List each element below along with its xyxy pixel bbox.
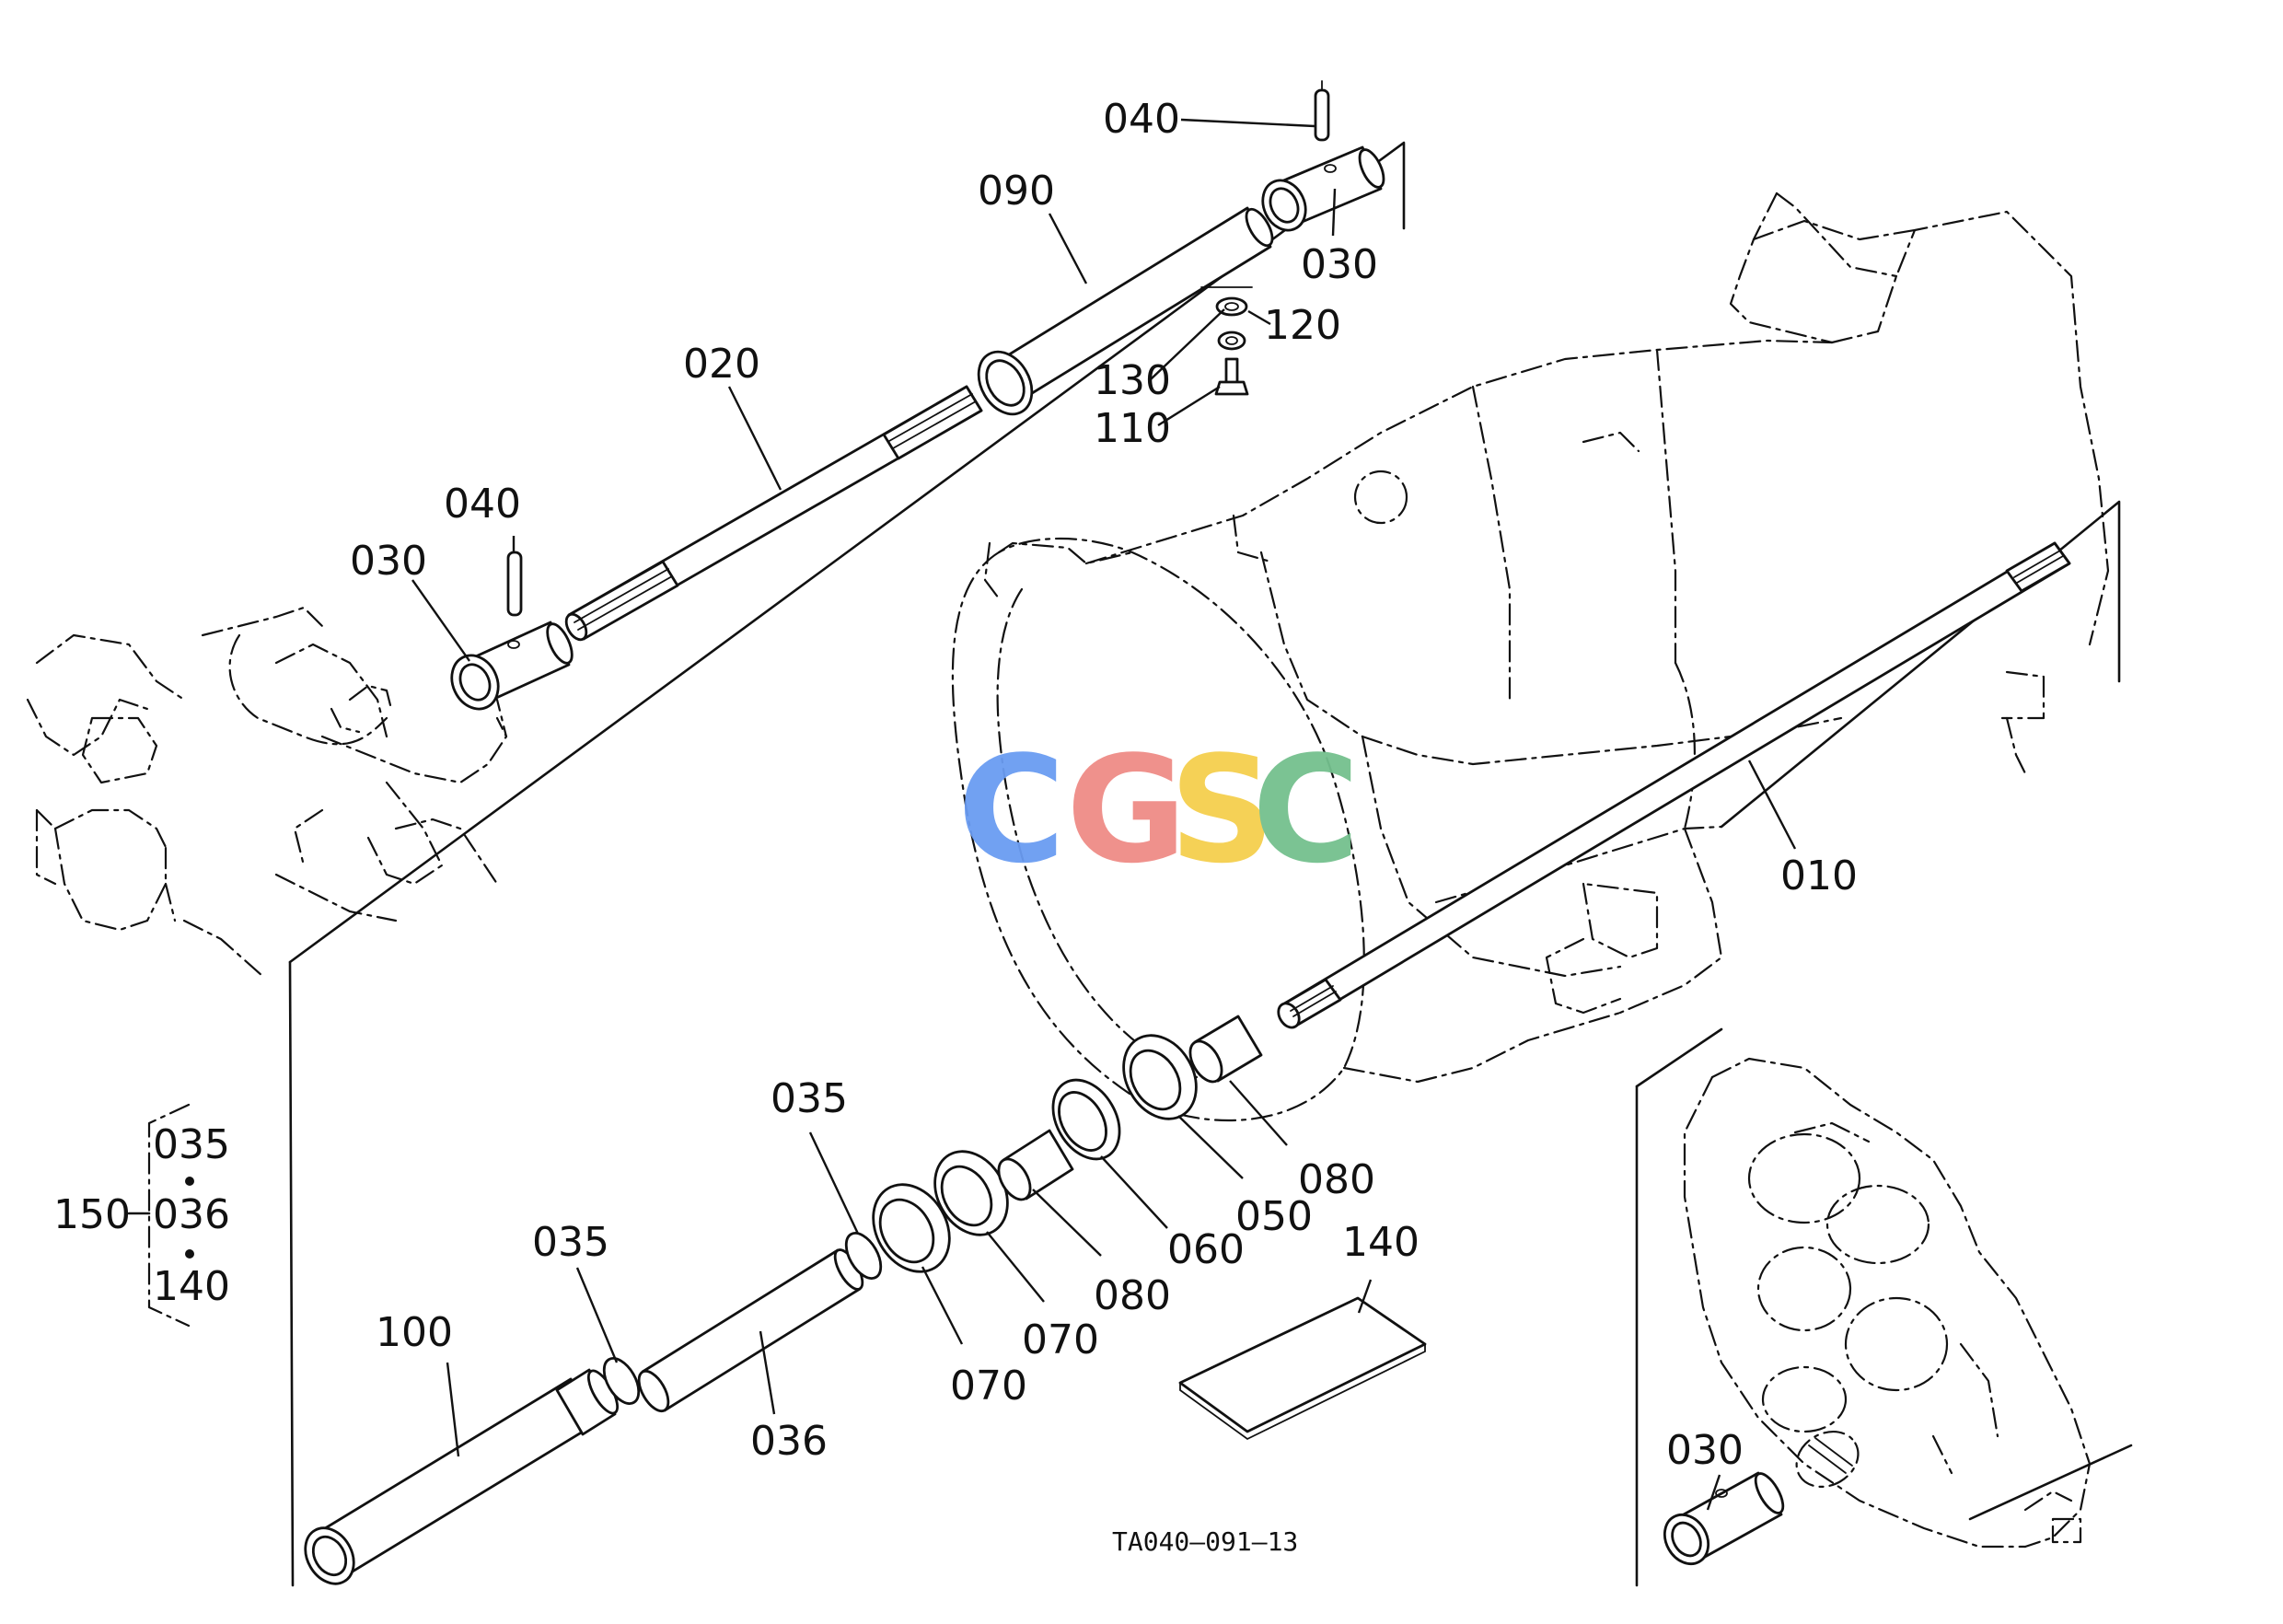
kit-item-036: 036 (153, 1191, 230, 1238)
callout-060: 060 (1167, 1226, 1245, 1273)
kit-item-035: 035 (153, 1121, 230, 1168)
sleeve-036 (637, 1248, 864, 1413)
callout-035-b: 035 (532, 1219, 609, 1266)
callout-036: 036 (750, 1418, 828, 1465)
callout-130: 130 (1094, 357, 1171, 404)
bearing-070-a (872, 1183, 951, 1273)
drawing-code: TA040–091–13 (1112, 1526, 1298, 1557)
kit-separator-dot (185, 1177, 194, 1186)
callout-120: 120 (1264, 302, 1341, 349)
callout-110: 110 (1094, 405, 1171, 452)
reference-frame (288, 141, 2133, 1587)
tube-090 (977, 206, 1274, 416)
callout-030-inset: 030 (1666, 1427, 1744, 1474)
callout-080-b: 080 (1298, 1156, 1375, 1203)
callout-070-a: 070 (950, 1363, 1027, 1409)
callout-labels: 040 090 030 120 130 110 020 040 030 010 … (53, 96, 1858, 1557)
kit-label-150: 150 (53, 1191, 131, 1238)
bearing-050 (1122, 1034, 1198, 1120)
collar-080-a (997, 1129, 1074, 1201)
watermark-letter-c1: C (957, 724, 1065, 896)
callout-090: 090 (978, 168, 1055, 215)
callout-100: 100 (376, 1309, 453, 1356)
coupling-030-top (1261, 145, 1385, 232)
tube-100 (304, 1368, 620, 1585)
callout-140: 140 (1342, 1219, 1420, 1266)
callout-080-a: 080 (1094, 1272, 1171, 1319)
rear-cover-inset (1683, 1057, 2092, 1549)
pin-040-top (1314, 80, 1330, 142)
callout-040-left: 040 (444, 481, 521, 528)
coupling-030-left (450, 621, 574, 711)
watermark-letter-c2: C (1252, 724, 1360, 896)
kit-item-140: 140 (153, 1263, 230, 1310)
collar-080-b (1188, 1015, 1263, 1084)
kit-bracket (127, 1103, 194, 1328)
left-housing (26, 606, 508, 978)
callout-040-top: 040 (1103, 96, 1180, 143)
watermark-letter-g: G (1066, 724, 1187, 896)
shaft-010 (1277, 541, 2071, 1029)
callout-030-top: 030 (1301, 241, 1378, 288)
callout-050: 050 (1235, 1193, 1313, 1240)
kit-separator-dot (185, 1249, 194, 1259)
callout-070-b: 070 (1022, 1317, 1099, 1363)
o-ring-035-upper (844, 1232, 883, 1280)
coupling-030-inset (1663, 1430, 1860, 1566)
pin-040-left (506, 551, 523, 617)
callout-020: 020 (683, 341, 760, 388)
watermark: C G S C (957, 724, 1360, 896)
callout-035-a: 035 (771, 1075, 848, 1122)
ring-060 (1051, 1078, 1121, 1161)
callout-010: 010 (1780, 853, 1858, 899)
watermark-letter-s: S (1169, 724, 1275, 896)
bearing-070-b (933, 1150, 1009, 1236)
leader-lines (411, 118, 1797, 1511)
gasket-sheet-140 (1178, 1296, 1427, 1441)
o-ring-035-lower (602, 1357, 641, 1405)
callout-030-left: 030 (350, 538, 427, 585)
bolt-and-washers (1200, 286, 1253, 396)
shaft-020 (564, 385, 983, 642)
